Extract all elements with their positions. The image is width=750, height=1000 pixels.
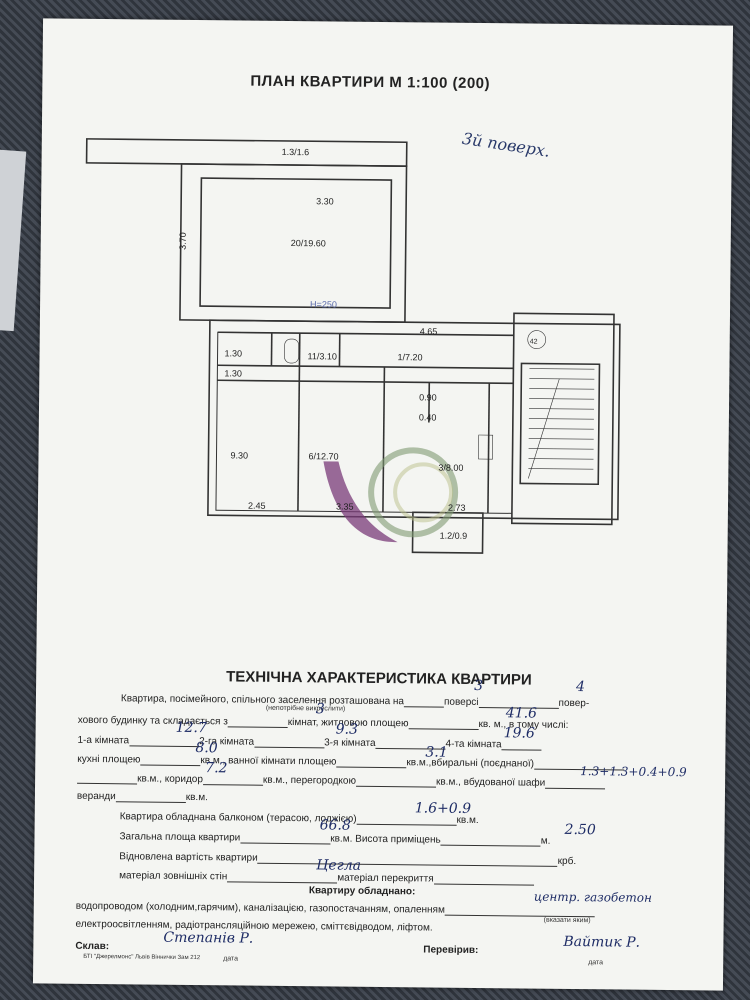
floor-plan-drawing: 1.3/1.6 20/19.60 3.30 3.70 H=250 4.65 1.… [85,138,621,554]
hv-height: 2.50 [564,821,596,839]
document-sheet: ПЛАН КВАРТИРИ М 1:100 (200) 3й поверх. [32,18,734,991]
stairs [519,362,601,486]
hv-living: 41.6 [505,705,538,722]
bathtub-icon [284,338,299,364]
hv-corridor: 7.2 [205,760,228,777]
apt-number: 42 [530,339,538,346]
small-room-2: 1.30 [224,368,242,378]
loggia-label: 1.2/0.9 [440,531,468,541]
hv-bath: 3.1 [425,744,448,761]
room20-label: 20/19.60 [291,238,326,248]
spec-line-12: електроосвітленням, радіотрансляційною м… [75,918,433,934]
hv-storeys: 4 [576,679,586,696]
storage-label: 0.40 [419,412,437,422]
hv-total: 66.8 [319,817,351,834]
checked-label: Перевірив: [423,944,479,957]
hv-floor: 3 [474,677,484,695]
stove-icon [478,434,494,460]
hv-room2: 9.3 [335,721,358,738]
hv-room1: 12.7 [175,719,207,737]
main-block-outline [207,319,621,521]
balcony-outline [85,138,408,168]
dim-330: 3.30 [316,196,334,206]
checked-signature: Вайтик Р. [563,933,641,951]
kitchen-label: 3/8.00 [438,463,463,473]
dim-273: 2.73 [448,503,466,513]
corridor-label: 1/7.20 [397,352,422,362]
date-label-2: дата [588,959,604,967]
dim-245: 2.45 [248,501,266,511]
room-20-inner [199,177,393,309]
room-9-label: 9.30 [230,450,248,460]
height-label: H=250 [310,299,337,309]
hv-wardrobe: 1.3+1.3+0.4+0.9 [580,764,687,780]
dim-465: 4.65 [420,326,438,336]
apartment-number-circle [527,330,547,349]
compiled-signature: Степанів Р. [163,929,254,947]
hv-rooms: 3 [315,701,325,718]
spec-note-2: (вказати яким) [543,916,591,925]
balcony-label: 1.3/1.6 [282,147,310,157]
room-6-label: 6/12.70 [308,451,338,461]
dim-370: 3.70 [178,232,188,250]
spec-equipped-title: Квартиру обладнано: [308,885,416,898]
section-title: ТЕХНІЧНА ХАРАКТЕРИСТИКА КВАРТИРИ [226,668,532,689]
spec-line-11: водопроводом (холодним,гарячим), каналіз… [76,899,595,918]
small-room-1: 1.30 [225,348,243,358]
hv-balcony: 1.6+0.9 [414,800,472,817]
hv-heating: центр. газобетон [533,889,652,905]
date-label-1: дата [223,955,239,963]
hv-kitchen: 8.0 [195,740,218,757]
watermark-logo [323,447,459,543]
compiled-label: Склав: [75,940,110,953]
printer-footer: БТІ "Джерелмонс" Львів Віннички Зам 212 [83,953,201,962]
hv-walls: Цегла [316,857,362,874]
dim-335: 3.35 [336,502,354,512]
hv-room3: 19.6 [503,725,535,742]
wc-label: 0.90 [419,392,437,402]
bathroom-label: 11/3.10 [307,351,336,361]
spec-note-1: (непотрібне викреслити) [265,704,346,713]
